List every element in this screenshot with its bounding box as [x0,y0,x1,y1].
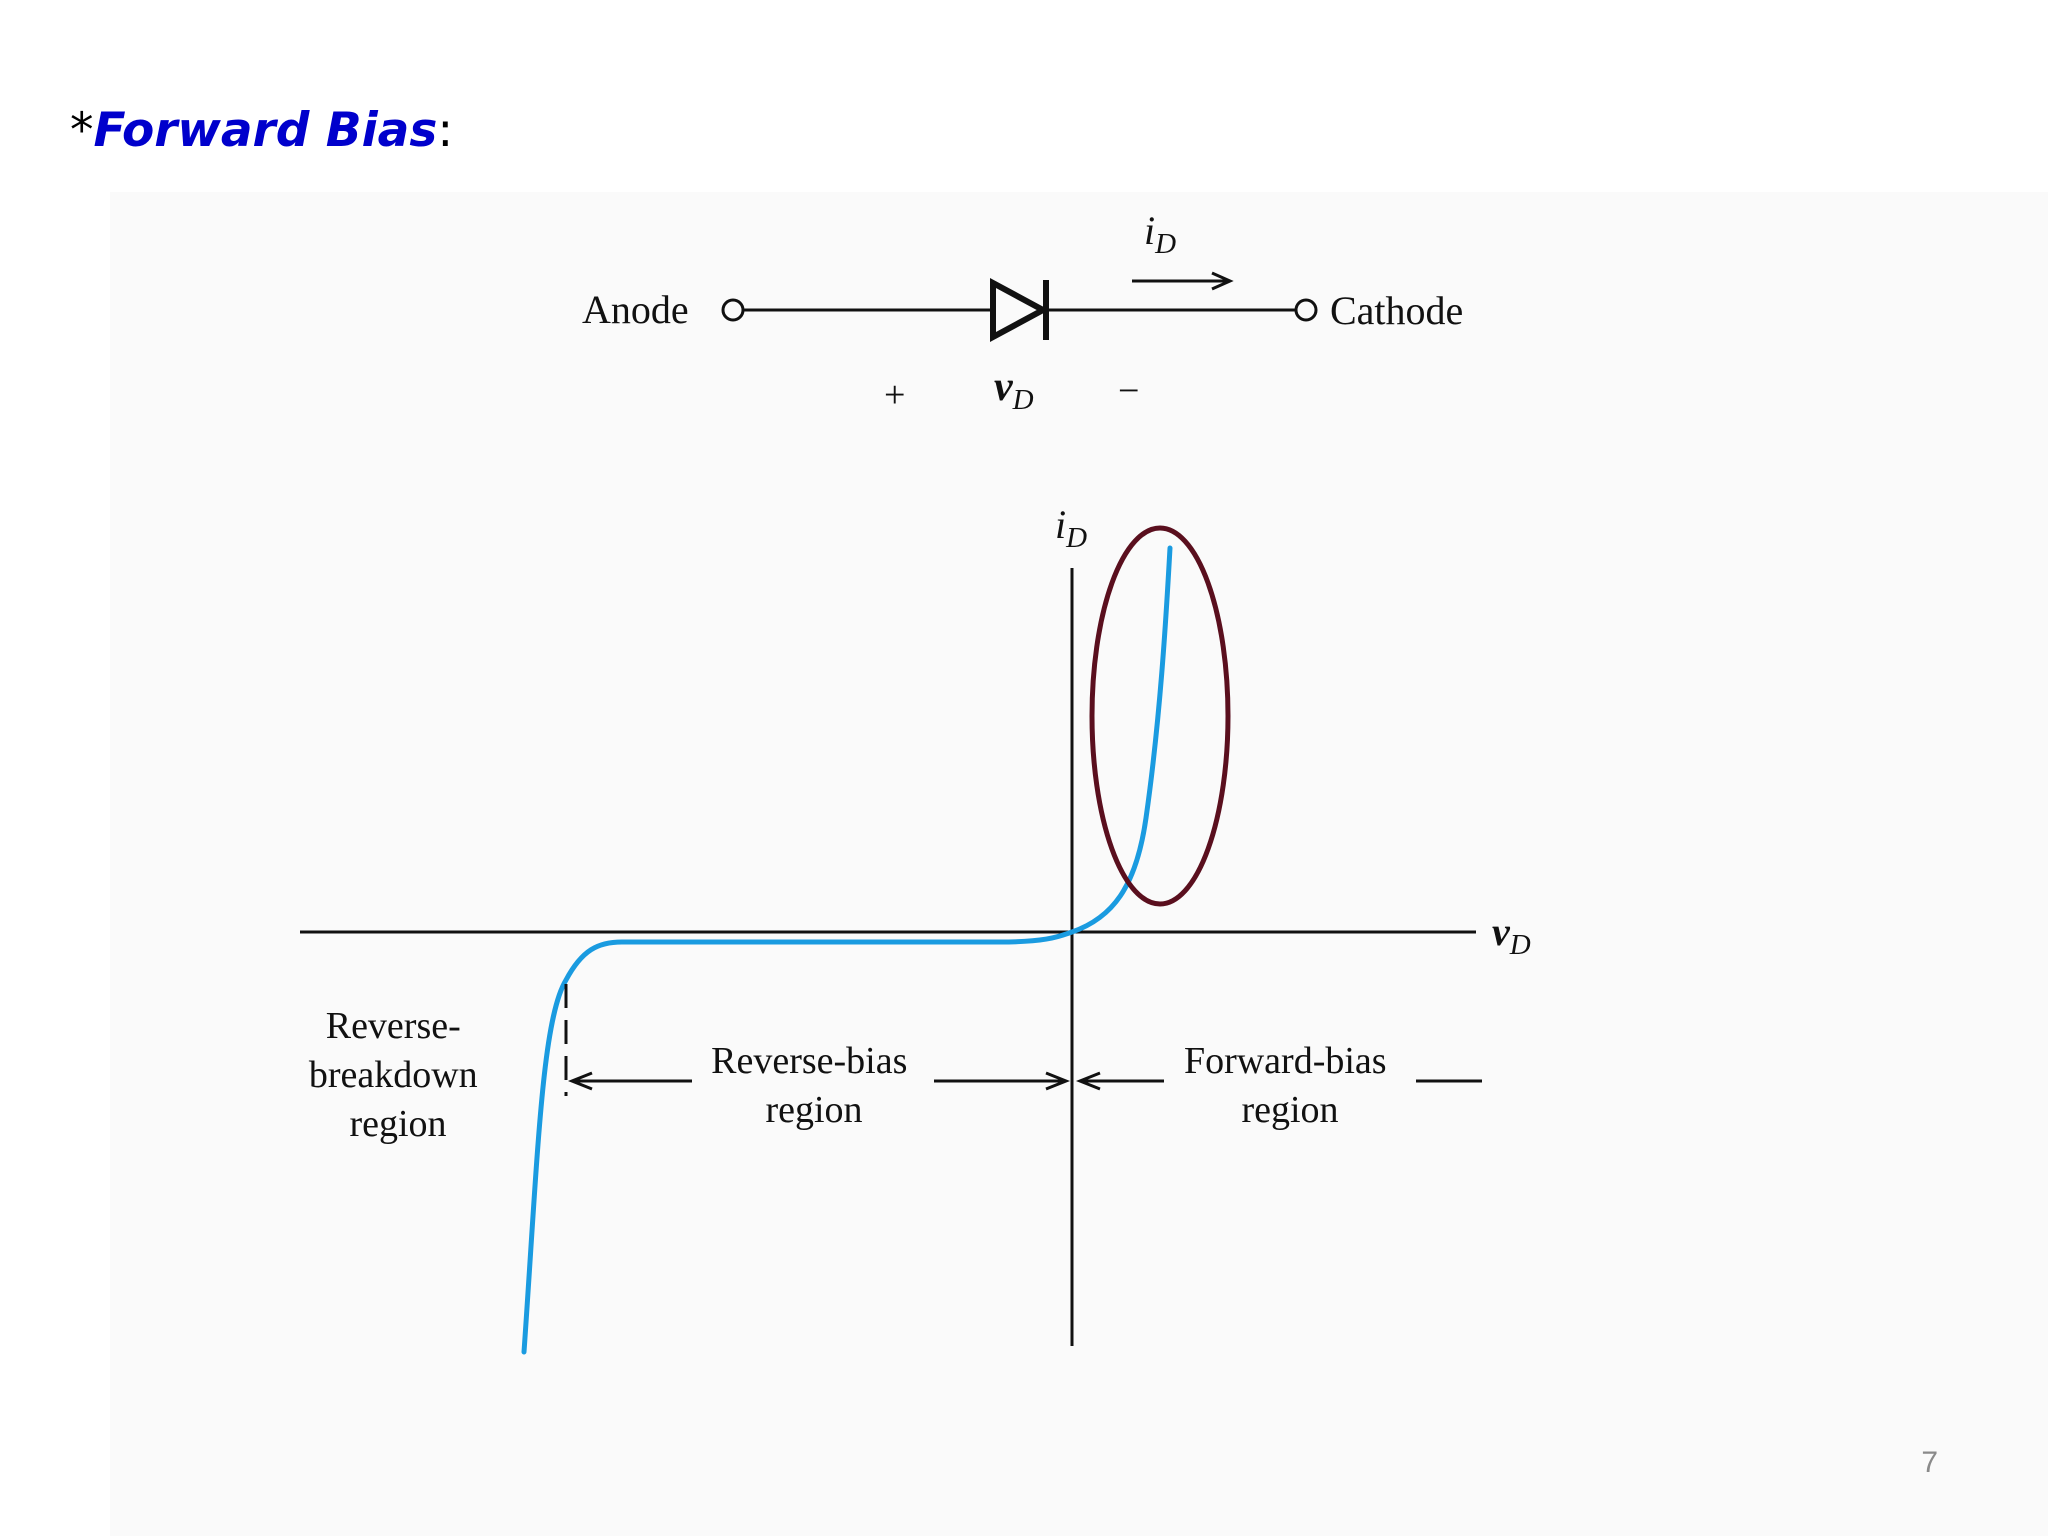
y-axis-symbol: i [1055,502,1066,547]
forward-region-highlight-ellipse [1089,525,1231,907]
title-prefix: * [70,103,94,158]
title-emphasis: Forward Bias [93,103,438,158]
voltage-label: vD [994,364,1034,416]
x-axis-subscript: D [1509,929,1531,961]
page-number: 7 [1921,1446,1938,1479]
forward-bias-left-arrow-head [1075,1071,1101,1091]
breakdown-line-3: region [349,1103,446,1145]
reverse-bias-line-2: region [765,1089,862,1131]
diode-circuit: Anode Cathode iD + vD − [582,208,1463,416]
reverse-bias-right-arrow-head [1045,1071,1071,1091]
plus-sign: + [884,374,905,416]
breakdown-region-label: Reverse- breakdown region [309,1005,487,1145]
reverse-bias-left-arrow-head [567,1071,593,1091]
current-subscript: D [1154,228,1176,260]
anode-terminal [721,298,745,322]
reverse-bias-region-label: Reverse-bias region [711,1040,917,1131]
forward-bias-region-label: Forward-bias region [1184,1040,1396,1131]
current-symbol: i [1144,208,1155,253]
x-axis-label: vD [1492,909,1531,961]
breakdown-line-1: Reverse- [326,1005,461,1047]
current-label: iD [1144,208,1176,260]
diode-triangle [990,277,1050,343]
cathode-label: Cathode [1330,288,1463,333]
cathode-terminal [1294,298,1318,322]
y-axis-label: iD [1055,502,1087,554]
slide-title: *Forward Bias: [70,96,453,166]
current-arrow-head [1211,271,1234,291]
title-suffix: : [437,103,454,158]
anode-label: Anode [582,287,689,332]
forward-bias-line-2: region [1241,1089,1338,1131]
voltage-subscript: D [1012,384,1034,416]
reverse-bias-line-1: Reverse-bias [711,1040,907,1082]
minus-sign: − [1118,370,1139,412]
iv-curve [521,545,1173,1355]
voltage-symbol: v [994,364,1014,410]
figure-panel [110,192,2048,1536]
iv-graph: iD vD Reverse- breakdown region Reverse-… [300,502,1531,1355]
forward-bias-line-1: Forward-bias [1184,1040,1387,1082]
x-axis-symbol: v [1492,909,1511,954]
breakdown-line-2: breakdown [309,1054,478,1096]
y-axis-subscript: D [1065,522,1087,554]
